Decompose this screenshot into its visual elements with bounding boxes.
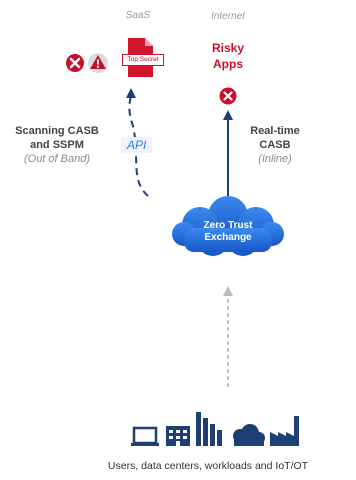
alert-icons bbox=[66, 53, 108, 73]
risky-apps-line1: Risky bbox=[211, 41, 245, 55]
buildings-icon bbox=[196, 412, 222, 446]
realtime-casb-line1: Real-time bbox=[250, 125, 300, 137]
risky-apps-label: Risky Apps bbox=[203, 40, 253, 72]
hub-line1: Zero Trust bbox=[203, 220, 253, 231]
scanning-casb-sub: (Out of Band) bbox=[23, 153, 91, 165]
footer-label: Users, data centers, workloads and IoT/O… bbox=[107, 460, 309, 472]
cloud-workload-icon bbox=[233, 424, 265, 446]
api-dashed-arrow bbox=[128, 95, 149, 197]
scanning-casb-label: Scanning CASB and SSPM (Out of Band) bbox=[2, 124, 112, 166]
risky-apps-line2: Apps bbox=[213, 57, 243, 71]
users-arrow-head bbox=[223, 286, 233, 296]
scanning-casb-line1: Scanning CASB bbox=[15, 125, 99, 137]
top-secret-label: Top Secret bbox=[122, 54, 164, 66]
scanning-casb-line2: and SSPM bbox=[30, 139, 84, 151]
internet-column-label: Internet bbox=[211, 11, 245, 22]
realtime-casb-sub: (Inline) bbox=[258, 153, 292, 165]
zero-trust-exchange-label: Zero Trust Exchange bbox=[178, 220, 278, 244]
realtime-casb-line2: CASB bbox=[259, 139, 291, 151]
saas-column-label: SaaS bbox=[125, 10, 151, 21]
api-badge: API bbox=[121, 137, 153, 153]
factory-icon bbox=[270, 416, 299, 446]
data-center-icon bbox=[166, 426, 190, 446]
cloud-icon bbox=[172, 196, 284, 256]
hub-line2: Exchange bbox=[204, 232, 252, 243]
laptop-icon bbox=[131, 426, 159, 446]
api-arrow-head bbox=[126, 88, 136, 98]
inline-arrow-head bbox=[223, 110, 233, 120]
blocked-icon bbox=[66, 54, 84, 72]
realtime-casb-label: Real-time CASB (Inline) bbox=[240, 124, 310, 166]
warning-icon bbox=[88, 53, 108, 73]
risky-blocked-icon bbox=[219, 87, 237, 105]
endpoint-icons bbox=[131, 412, 299, 446]
